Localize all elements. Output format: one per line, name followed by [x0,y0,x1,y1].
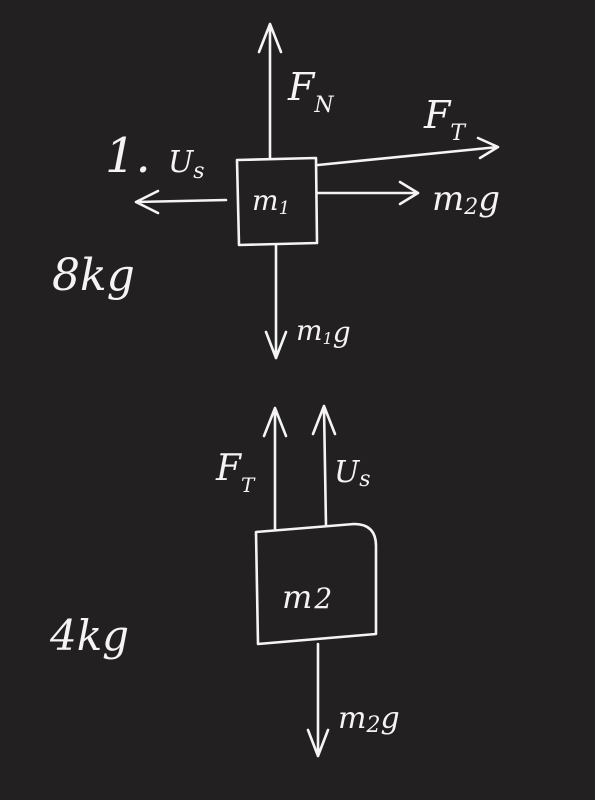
weight-force-label-m2-tail: g [380,701,399,736]
weight-force-label-m2: m2g [338,701,400,738]
tension-force-label-m1-main: F [423,93,452,137]
tension-force-label-m1: FT [423,93,467,146]
block-m1-label-sub: 1 [279,198,290,219]
tension-force-label-m1-sub: T [450,121,467,146]
weight-force-label-m2-sub: 2 [365,713,380,738]
friction-force-label-m1-main: U [168,145,195,180]
friction-force-label-m2-sub: s [359,467,370,492]
pull-force-arrow [316,180,420,206]
friction-force-arrow-m2 [311,404,337,528]
friction-force-label-m2-main: U [334,455,361,490]
weight-force-label-m1-main: m [296,314,323,347]
block-m1-label: m1 [252,184,290,219]
diagram-1: m1 FN FT m2g Us m1g 8kg [52,22,500,360]
normal-force-label-sub: N [313,93,334,118]
tension-force-label-m2: FT [215,448,256,497]
weight-force-label-m2-main: m [338,701,366,736]
tension-force-label-m2-sub: T [241,473,256,497]
weight-force-label-m1: m1g [296,314,351,349]
tension-force-arrow-m1 [316,136,500,167]
mass-text-m1: 8kg [52,250,135,301]
mass-text-m2: 4kg [49,611,129,660]
block-m2 [254,522,378,646]
block-m1-label-main: m [252,184,279,217]
block-m2-label-main: m [282,578,312,616]
tension-force-label-m2-main: F [215,448,243,489]
normal-force-label: FN [287,65,334,118]
normal-force-arrow [257,22,283,160]
friction-force-label-m1: Us [168,145,205,184]
weight-force-arrow-m1 [264,243,288,360]
friction-force-label-m1-sub: s [193,159,204,184]
weight-force-arrow-m2 [306,642,330,758]
weight-force-label-m1-sub: 1 [323,329,333,348]
normal-force-label-main: F [287,65,316,109]
block-m2-label: m2 [282,578,332,616]
pull-force-label-tail: g [478,179,500,219]
pull-force-label-sub: 2 [463,195,478,220]
problem-number: 1. [105,128,151,184]
pull-force-label-main: m [432,179,464,219]
weight-force-label-m1-tail: g [333,316,351,349]
friction-force-arrow-m1 [134,189,228,215]
tension-force-arrow-m2 [262,406,288,532]
pull-force-label: m2g [432,179,500,220]
friction-force-label-m2: Us [334,455,371,492]
block-m1 [235,156,319,247]
diagram-2: m2 FT Us m2g 4kg [49,404,400,758]
block-m2-label-sub: 2 [313,582,332,615]
